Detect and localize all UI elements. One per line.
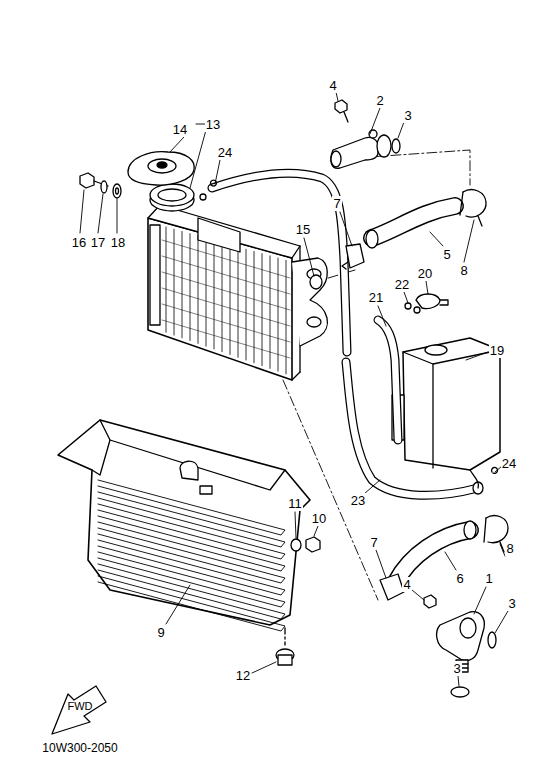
outlet-housing bbox=[331, 100, 400, 168]
callout-number: 13 bbox=[205, 117, 221, 132]
callout-number: 1 bbox=[484, 571, 493, 586]
callout-number: 22 bbox=[394, 277, 410, 292]
forward-arrow bbox=[52, 686, 106, 734]
callout-number: 18 bbox=[110, 235, 126, 250]
callout-number: 24 bbox=[217, 145, 233, 160]
callout-number: 9 bbox=[156, 625, 165, 640]
reservoir-tank bbox=[392, 338, 500, 488]
callout-number: 3 bbox=[403, 108, 412, 123]
callout-number: 17 bbox=[90, 235, 106, 250]
callout-number: 24 bbox=[501, 456, 517, 471]
callout-number: 6 bbox=[455, 571, 464, 586]
callout-number: 4 bbox=[328, 78, 337, 93]
leader-line bbox=[80, 92, 508, 686]
radiator bbox=[148, 184, 327, 380]
callout-number: 2 bbox=[375, 93, 384, 108]
callout-number: 3 bbox=[507, 596, 516, 611]
breather-hose bbox=[378, 294, 448, 440]
direction-label: FWD bbox=[66, 700, 93, 713]
callout-number: 20 bbox=[417, 266, 433, 281]
lower-hose bbox=[380, 516, 508, 600]
callout-number: 11 bbox=[287, 496, 303, 511]
callout-number: 7 bbox=[369, 535, 378, 550]
callout-number: 15 bbox=[295, 222, 311, 237]
callout-number: 21 bbox=[368, 290, 384, 305]
callout-number: 8 bbox=[459, 263, 468, 278]
radiator-cover bbox=[58, 420, 320, 665]
callout-number: 10 bbox=[311, 511, 327, 526]
callout-number: 7 bbox=[332, 196, 341, 211]
bolt-washers bbox=[80, 173, 121, 198]
radiator-cap bbox=[128, 152, 194, 185]
inlet-fitting bbox=[424, 595, 496, 697]
callout-number: 16 bbox=[71, 235, 87, 250]
callout-number: 5 bbox=[442, 247, 451, 262]
callout-number: 4 bbox=[402, 577, 411, 592]
callout-number: 23 bbox=[350, 493, 366, 508]
callout-number: 8 bbox=[505, 541, 514, 556]
callout-number: 19 bbox=[489, 343, 505, 358]
drawing-code: 10W300-2050 bbox=[41, 741, 118, 755]
callout-number: 12 bbox=[235, 668, 251, 683]
callout-number: 3 bbox=[452, 661, 461, 676]
upper-hose bbox=[342, 190, 486, 269]
callout-number: 14 bbox=[172, 122, 188, 137]
